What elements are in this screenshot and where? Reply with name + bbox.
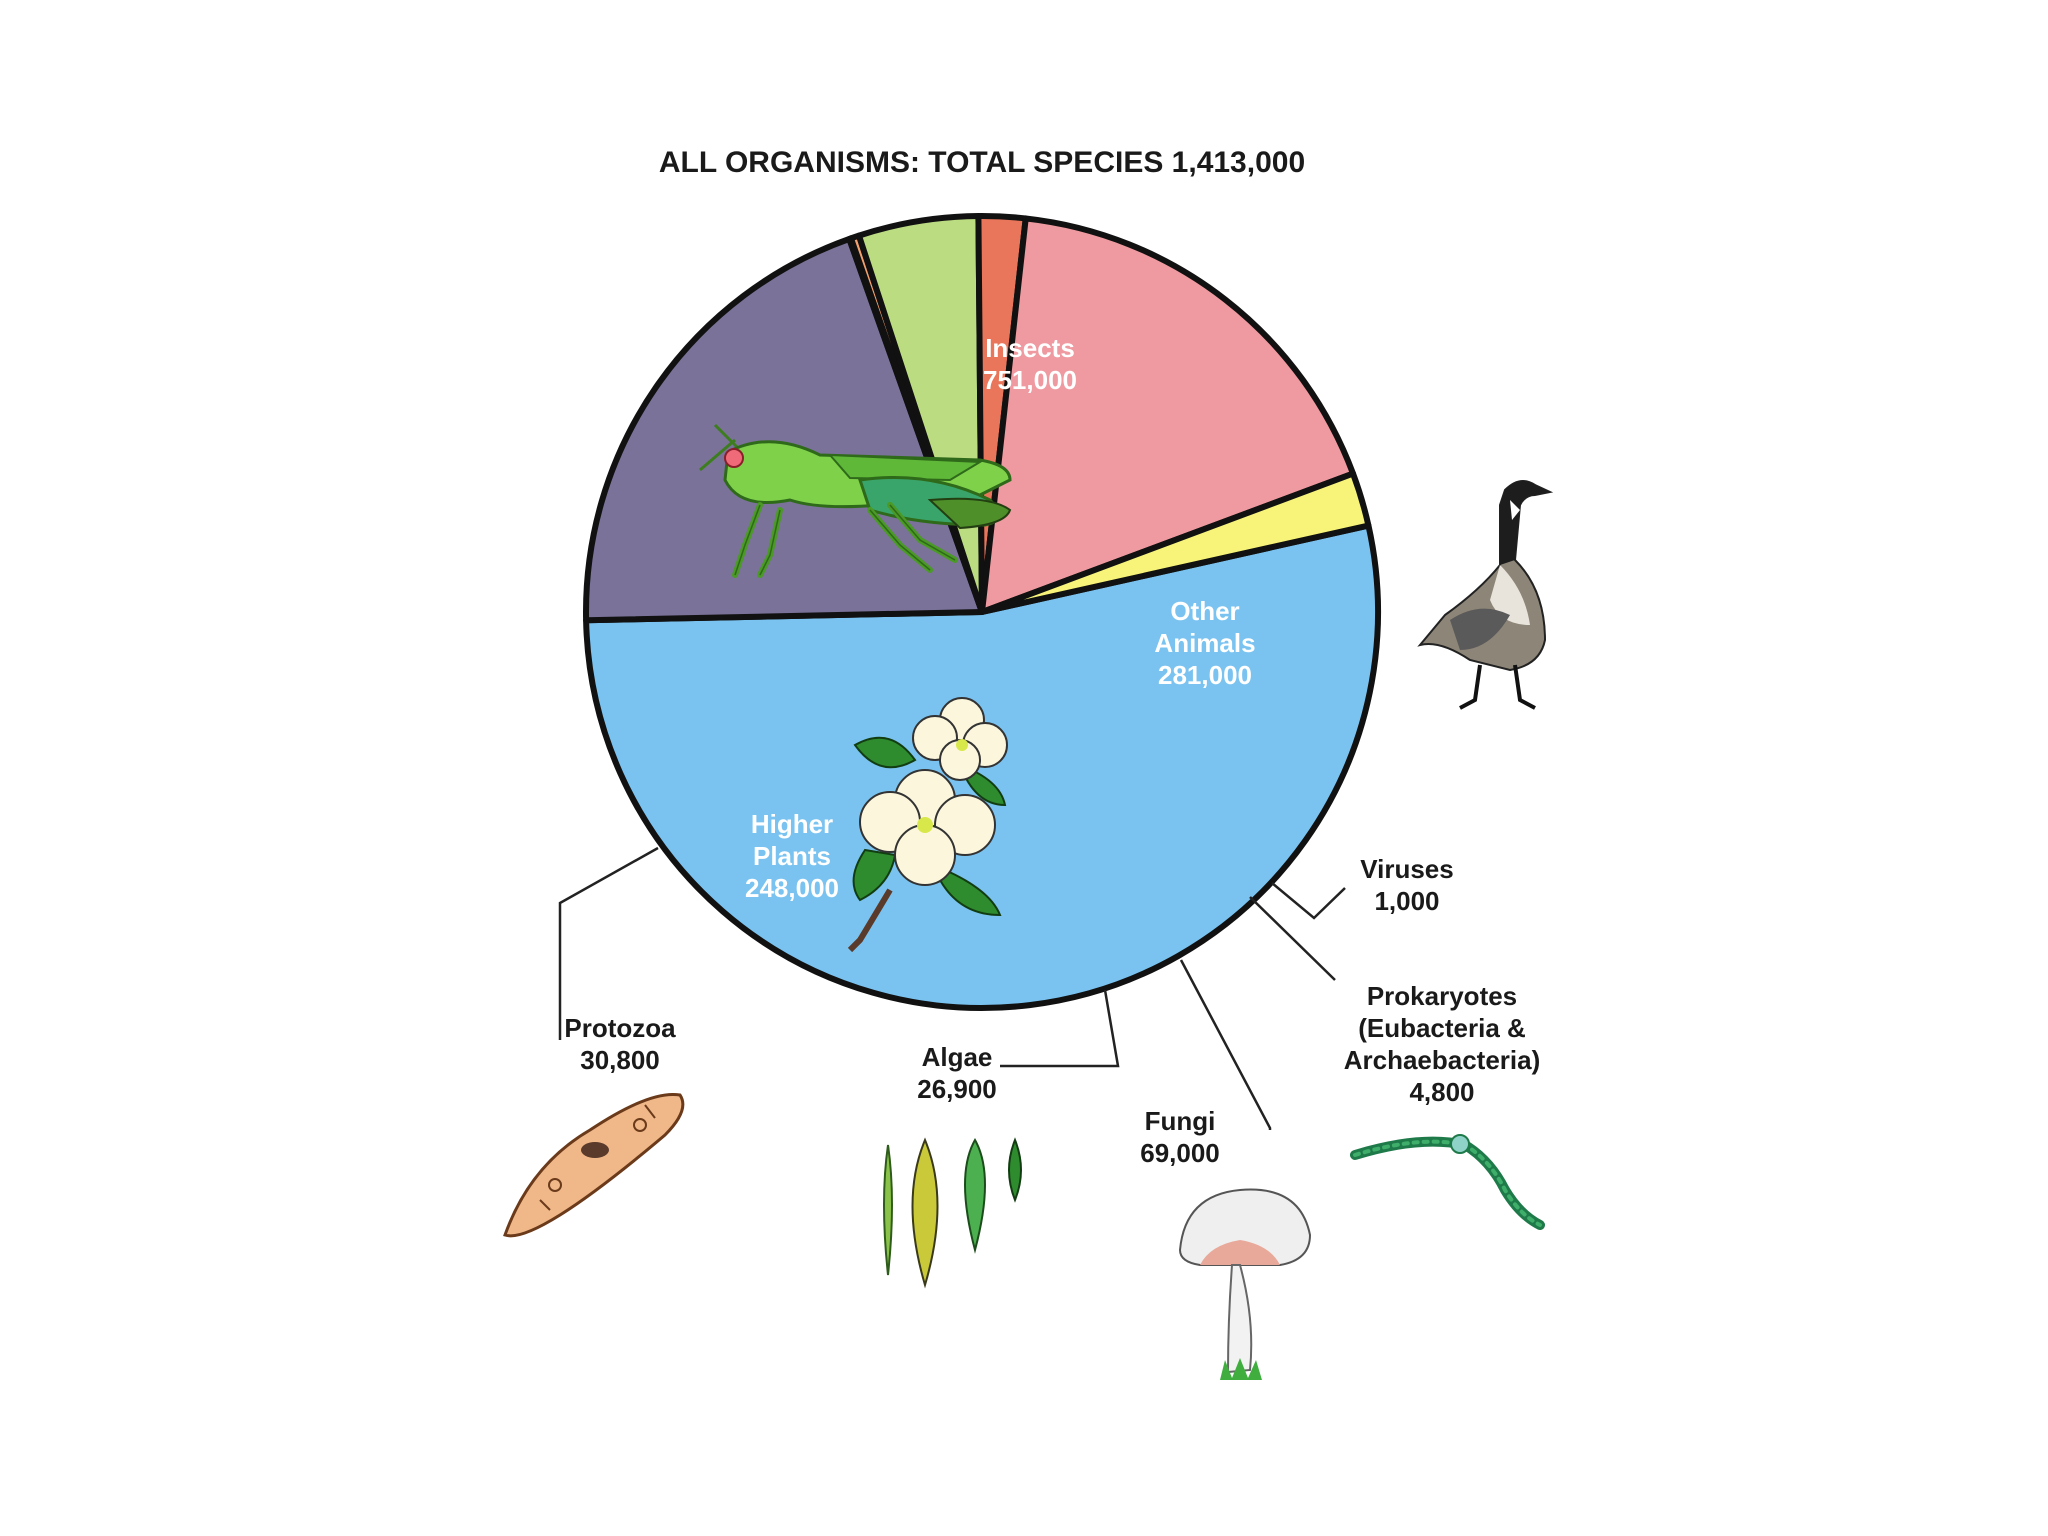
pie-slices (583, 213, 1381, 1011)
slice-label-line: 751,000 (983, 365, 1077, 395)
leader-line-protozoa (558, 846, 659, 1040)
slice-label-line: 26,900 (917, 1074, 997, 1104)
goose-illustration (1417, 480, 1554, 710)
bacteria-chain-illustration (1350, 1134, 1545, 1230)
slice-label-line: 30,800 (580, 1045, 660, 1075)
paramecium-illustration (503, 1092, 685, 1238)
slice-label-line: Archaebacteria) (1344, 1045, 1541, 1075)
pie-slice-protozoa (979, 470, 1372, 615)
slice-label-line: Fungi (1145, 1106, 1216, 1136)
slice-label-line: Plants (753, 841, 831, 871)
slice-label-line: 248,000 (745, 873, 839, 903)
slice-label-line: Protozoa (564, 1013, 676, 1043)
leader-line-algae (1000, 989, 1120, 1068)
slice-label-line: Viruses (1360, 854, 1453, 884)
algae-illustration (883, 1137, 1022, 1289)
pie-slice-plants (979, 215, 1357, 615)
slice-label-line: 281,000 (1158, 660, 1252, 690)
slice-label-line: (Eubacteria & (1358, 1013, 1526, 1043)
leader-lines (558, 846, 1346, 1130)
flower-illustration (847, 697, 1008, 953)
leader-line-prokaryotes (1249, 896, 1336, 981)
slice-label-line: Higher (751, 809, 833, 839)
chart-title: ALL ORGANISMS: TOTAL SPECIES 1,413,000 (659, 146, 1305, 179)
slice-label-line: Algae (922, 1042, 993, 1072)
slice-label-line: Insects (985, 333, 1075, 363)
grasshopper-illustration (699, 423, 1012, 578)
leader-line-viruses (1271, 882, 1346, 920)
slice-label-line: Animals (1154, 628, 1255, 658)
slice-label-prokaryotes: Prokaryotes(Eubacteria &Archaebacteria)4… (1344, 981, 1541, 1107)
slice-label-line: 69,000 (1140, 1138, 1220, 1168)
leader-line-fungi (1179, 959, 1272, 1130)
mushroom-illustration (1178, 1188, 1312, 1380)
slice-label-line: Prokaryotes (1367, 981, 1517, 1011)
slice-label-line: 1,000 (1374, 886, 1439, 916)
slice-label-line: Other (1170, 596, 1239, 626)
slice-label-line: 4,800 (1409, 1077, 1474, 1107)
